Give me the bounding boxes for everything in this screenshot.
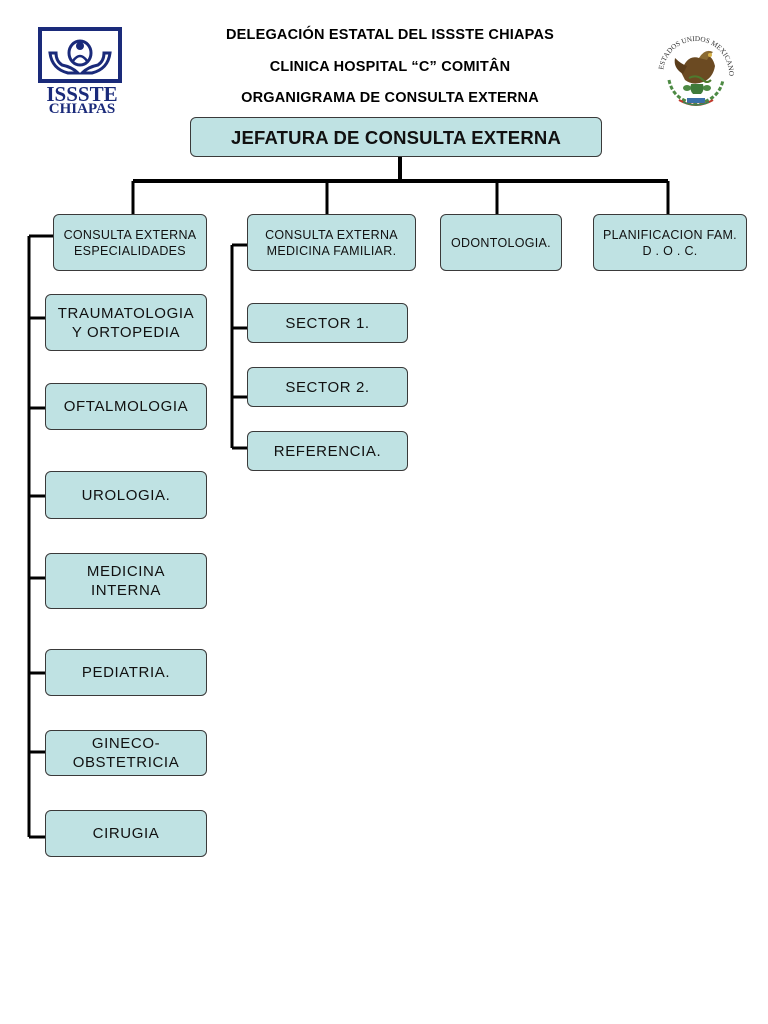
logo-text-chiapas: CHIAPAS xyxy=(48,101,116,117)
unit-box-pediatria: PEDIATRIA. xyxy=(45,649,207,696)
unit-label-line: GINECO- xyxy=(91,735,161,752)
header-line-2: CLINICA HOSPITAL “C” COMITÂN xyxy=(269,59,511,75)
unit-label-line: SECTOR 2. xyxy=(285,378,370,396)
unit-label-line: MEDICINA xyxy=(86,563,166,580)
logo-text-issste: ISSSTE xyxy=(46,82,118,106)
dept-label-line: CONSULTA EXTERNA xyxy=(63,227,197,242)
hands-emblem-icon xyxy=(48,39,112,75)
unit-box-referencia: REFERENCIA. xyxy=(247,431,408,471)
unit-label-line: CIRUGIA xyxy=(92,825,160,842)
unit-box-medicina-interna: MEDICINA INTERNA xyxy=(45,553,207,609)
unit-label-line: OFTALMOLOGIA xyxy=(63,398,189,415)
head-box-label: JEFATURA DE CONSULTA EXTERNA xyxy=(230,126,562,148)
header-line-1: DELEGACIÓN ESTATAL DEL ISSSTE CHIAPAS xyxy=(225,27,555,43)
unit-box-traumatologia: TRAUMATOLOGIA Y ORTOPEDIA xyxy=(45,294,207,351)
unit-box-gineco-obstetricia: GINECO- OBSTETRICIA xyxy=(45,730,207,776)
unit-label-line: PEDIATRIA. xyxy=(81,664,171,681)
dept-label-line: CONSULTA EXTERNA xyxy=(265,227,398,242)
unit-box-urologia: UROLOGIA. xyxy=(45,471,207,519)
dept-box-especialidades: CONSULTA EXTERNA ESPECIALIDADES xyxy=(53,214,207,271)
unit-box-cirugia: CIRUGIA xyxy=(45,810,207,857)
unit-label-line: UROLOGIA. xyxy=(81,486,171,504)
unit-label-line: SECTOR 1. xyxy=(285,314,370,332)
head-box-jefatura: JEFATURA DE CONSULTA EXTERNA xyxy=(190,117,602,157)
dept-box-odontologia: ODONTOLOGIA. xyxy=(440,214,562,271)
unit-box-sector-2: SECTOR 2. xyxy=(247,367,408,407)
issste-logo-icon: ISSSTE CHIAPAS xyxy=(36,27,128,117)
unit-label-line: INTERNA xyxy=(90,582,162,599)
header-line-3: ORGANIGRAMA DE CONSULTA EXTERNA xyxy=(241,90,539,106)
unit-label-line: OBSTETRICIA xyxy=(72,754,180,771)
dept-label-line: ODONTOLOGIA. xyxy=(451,235,551,250)
dept-label-line: PLANIFICACION FAM. xyxy=(603,227,737,242)
unit-label-line: TRAUMATOLOGIA xyxy=(57,304,195,322)
unit-box-sector-1: SECTOR 1. xyxy=(247,303,408,343)
logo-frame xyxy=(38,27,122,83)
dept-label-line: ESPECIALIDADES xyxy=(74,243,186,258)
dept-label-line: D . O . C. xyxy=(642,243,698,258)
dept-label-line: MEDICINA FAMILIAR. xyxy=(266,243,397,258)
dept-box-planificacion: PLANIFICACION FAM. D . O . C. xyxy=(593,214,747,271)
dept-box-medicina-familiar: CONSULTA EXTERNA MEDICINA FAMILIAR. xyxy=(247,214,416,271)
unit-label-line: Y ORTOPEDIA xyxy=(71,323,181,341)
unit-label-line: REFERENCIA. xyxy=(273,442,382,460)
mexico-coat-of-arms-icon: ESTADOS UNIDOS MEXICANOS xyxy=(653,28,735,106)
unit-box-oftalmologia: OFTALMOLOGIA xyxy=(45,383,207,430)
